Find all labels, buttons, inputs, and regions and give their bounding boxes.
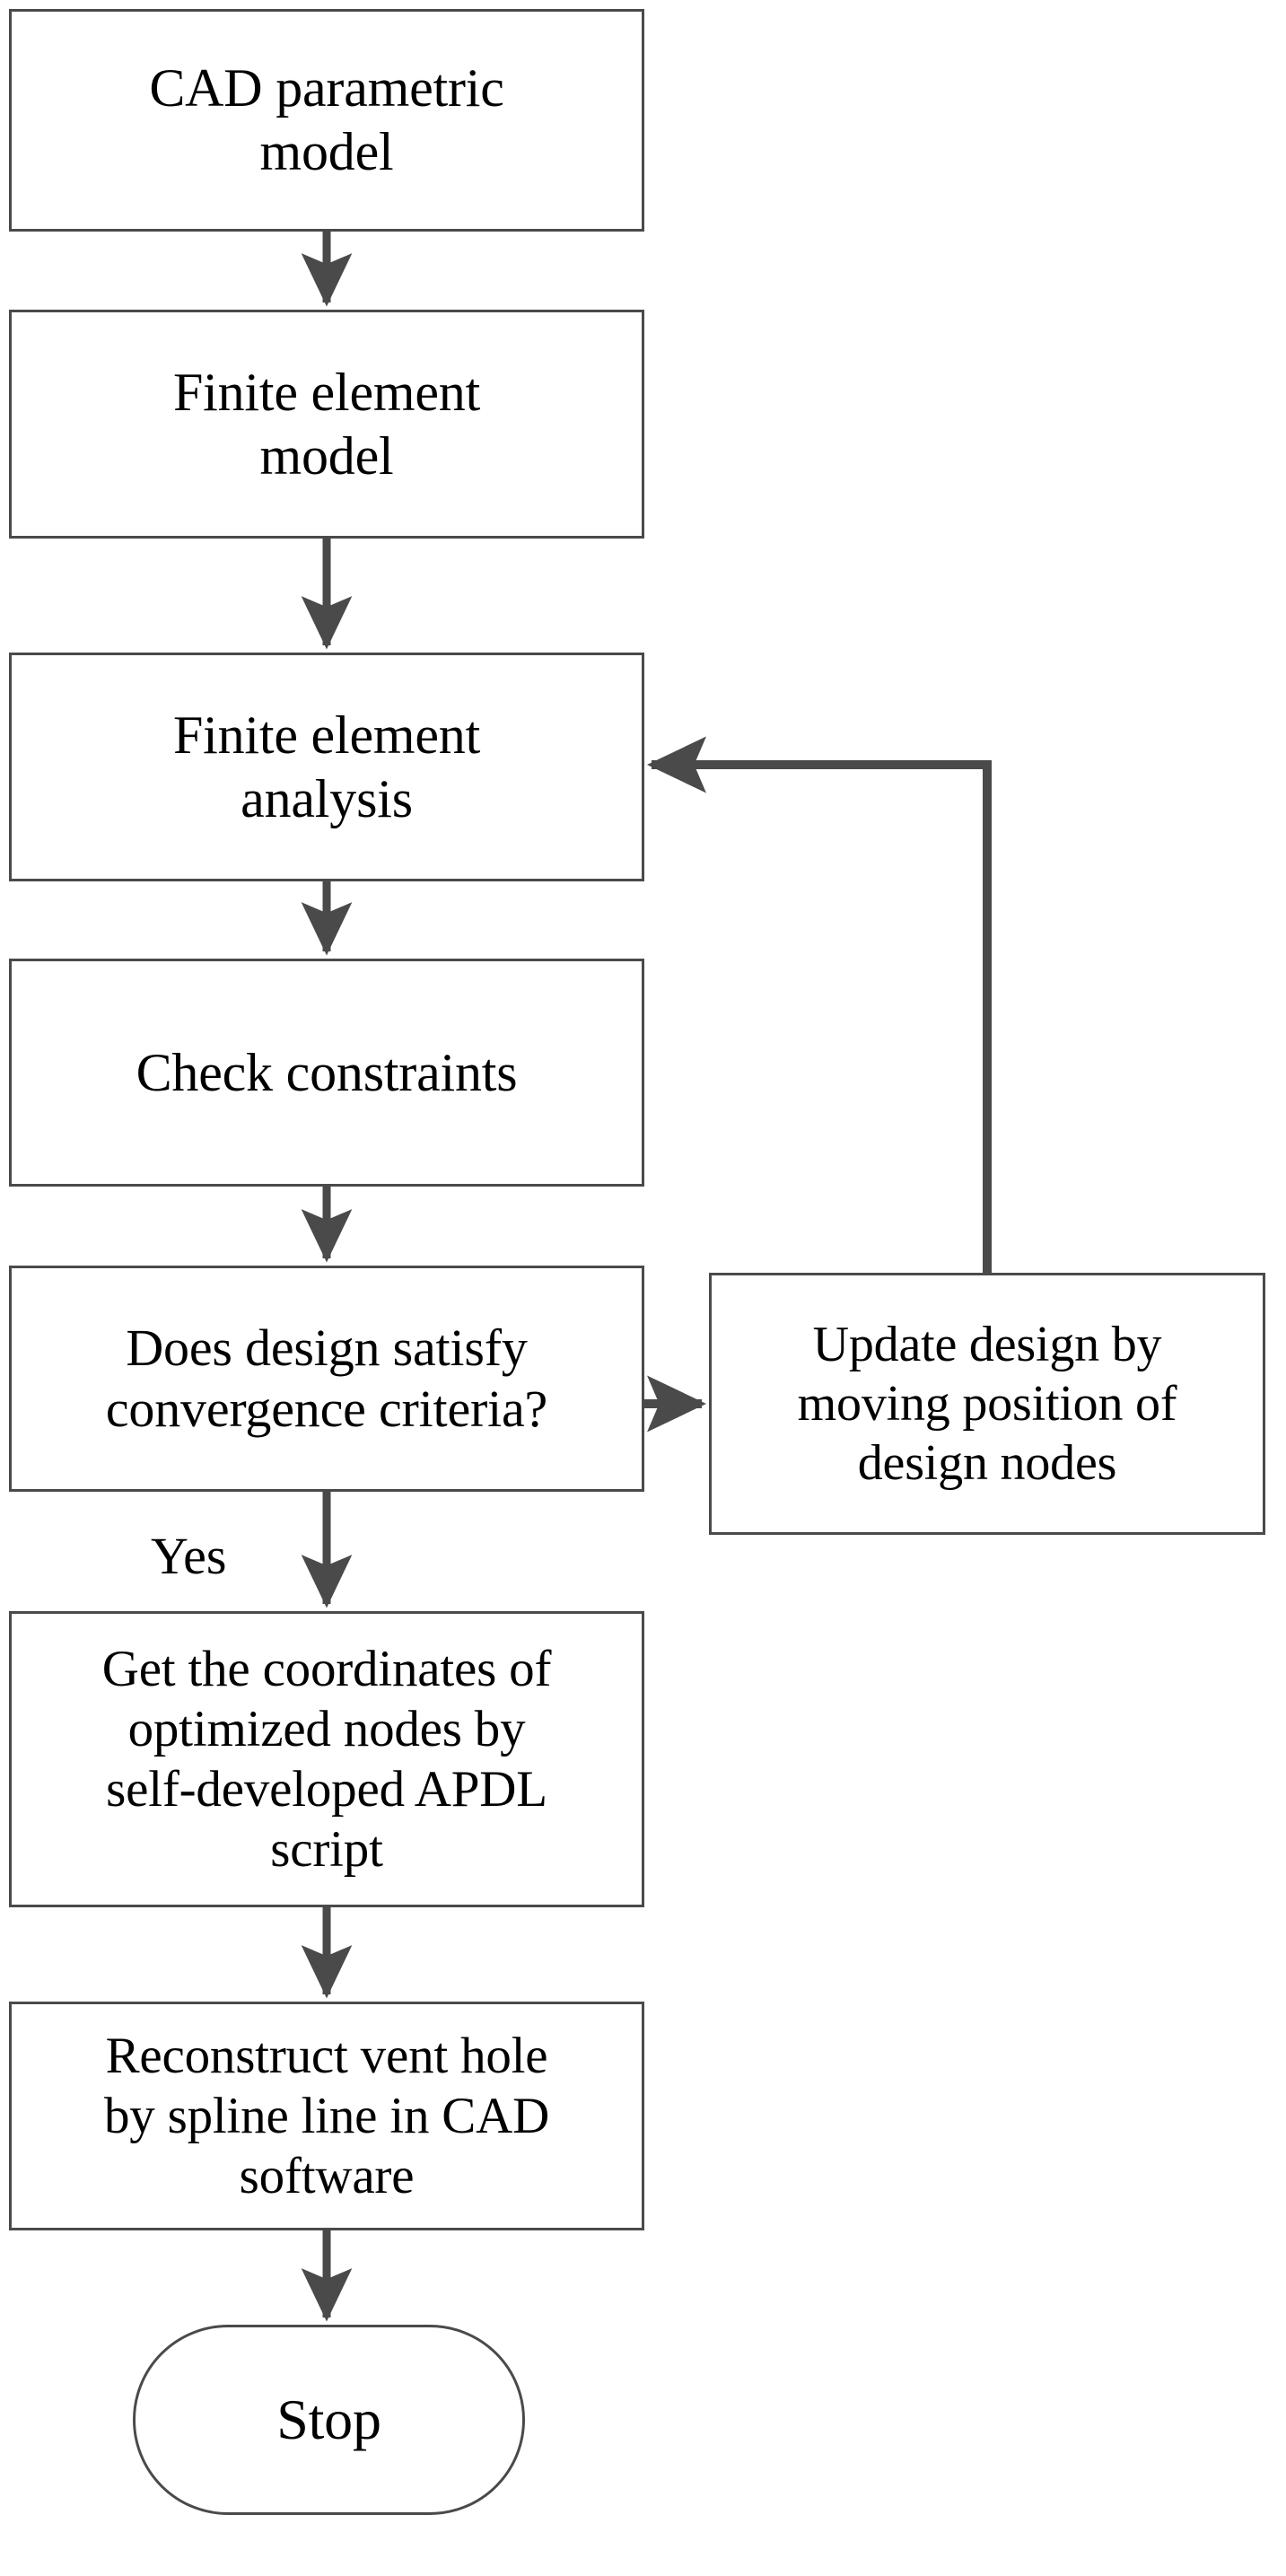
node-convergence-decision[interactable]: Does design satisfy convergence criteria… bbox=[9, 1266, 644, 1492]
node-reconstruct-vent-hole[interactable]: Reconstruct vent hole by spline line in … bbox=[9, 2002, 644, 2230]
node-label: CAD parametric model bbox=[149, 58, 504, 181]
node-cad-parametric-model[interactable]: CAD parametric model bbox=[9, 9, 644, 232]
node-label: Get the coordinates of optimized nodes b… bbox=[101, 1640, 552, 1879]
node-update-design[interactable]: Update design by moving position of desi… bbox=[709, 1273, 1265, 1535]
node-label: Update design by moving position of desi… bbox=[797, 1316, 1177, 1492]
node-label: Reconstruct vent hole by spline line in … bbox=[103, 2027, 550, 2205]
node-finite-element-analysis[interactable]: Finite element analysis bbox=[9, 653, 644, 881]
connector-update-to-fea-feedback bbox=[646, 736, 992, 1273]
node-stop-terminator[interactable]: Stop bbox=[133, 2325, 525, 2515]
node-label: Check constraints bbox=[136, 1042, 518, 1102]
node-finite-element-model[interactable]: Finite element model bbox=[9, 310, 644, 539]
node-get-coordinates[interactable]: Get the coordinates of optimized nodes b… bbox=[9, 1611, 644, 1907]
node-label: Does design satisfy convergence criteria… bbox=[105, 1318, 548, 1438]
node-label: Finite element analysis bbox=[172, 705, 481, 828]
node-check-constraints[interactable]: Check constraints bbox=[9, 959, 644, 1187]
node-label: Stop bbox=[276, 2388, 381, 2452]
edge-label-yes: Yes bbox=[151, 1527, 227, 1585]
node-label: Finite element model bbox=[172, 362, 481, 486]
